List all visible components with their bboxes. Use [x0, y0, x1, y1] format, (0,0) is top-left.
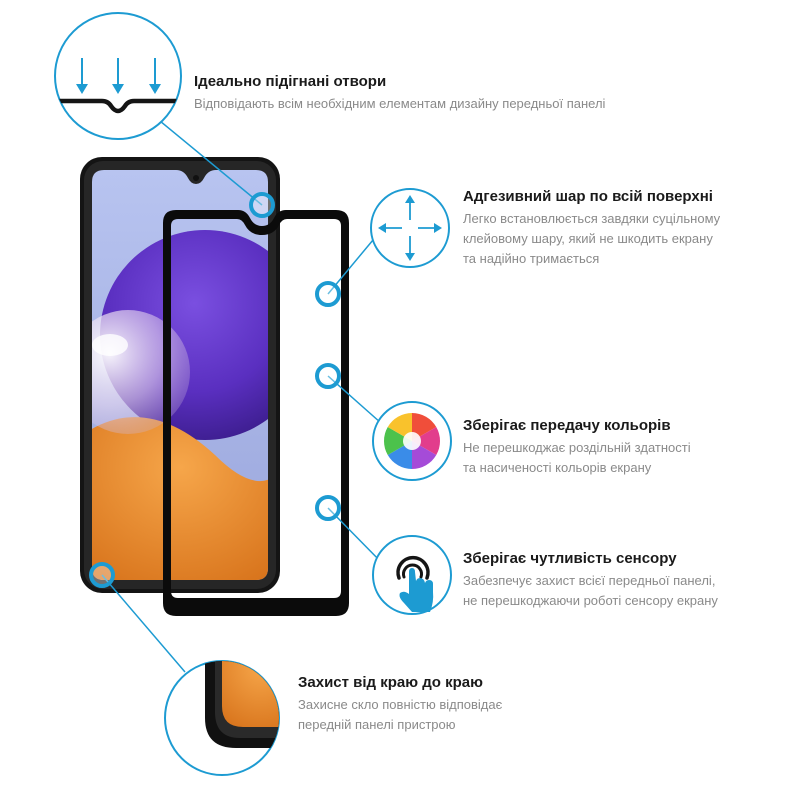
callout-markers: [89, 192, 341, 588]
phone-illustration: [80, 157, 280, 593]
arrows-down-notch-icon: [54, 12, 182, 140]
marker-edge: [89, 562, 115, 588]
feature-holes: Ідеально підігнані отвори Відповідають в…: [194, 72, 605, 114]
front-camera: [193, 175, 199, 181]
feature-desc: Забезпечує захист всієї передньої панелі…: [463, 573, 718, 608]
feature-desc: Відповідають всім необхідним елементам д…: [194, 96, 606, 111]
phone-screen: [92, 170, 268, 580]
feature-title: Ідеально підігнані отвори: [194, 73, 387, 90]
marker-touch: [315, 495, 341, 521]
marker-top-notch: [249, 192, 275, 218]
edge-corner-icon: [164, 660, 280, 776]
feature-edge: Захист від краю до краю Захисне скло пов…: [298, 673, 502, 735]
feature-colors: Зберігає передачу кольорів Не перешкоджа…: [463, 416, 691, 478]
marker-color: [315, 363, 341, 389]
touch-finger-icon: [372, 535, 452, 615]
feature-title: Захист від краю до краю: [298, 674, 483, 691]
feature-title: Зберігає чутливість сенсору: [463, 550, 677, 567]
feature-desc: Легко встановлюється завдяки суцільному …: [463, 211, 721, 266]
feature-title: Адгезивний шар по всій поверхні: [463, 188, 713, 205]
feature-desc: Не перешкоджає роздільній здатності та н…: [463, 440, 691, 475]
feature-adhesive: Адгезивний шар по всій поверхні Легко вс…: [463, 187, 720, 269]
color-wheel-icon: [372, 401, 452, 481]
feature-title: Зберігає передачу кольорів: [463, 417, 671, 434]
wallpaper-orange-shape: [92, 417, 268, 580]
feature-desc: Захисне скло повністю відповідає передні…: [298, 697, 503, 732]
four-arrows-spread-icon: [370, 188, 450, 268]
feature-touch: Зберігає чутливість сенсору Забезпечує з…: [463, 549, 718, 611]
marker-adhesive: [315, 281, 341, 307]
